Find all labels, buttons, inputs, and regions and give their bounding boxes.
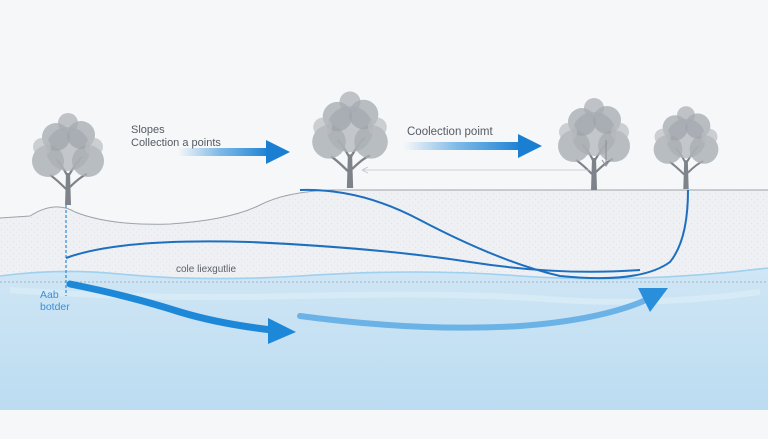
collection-point-label: Coolection poimt bbox=[407, 126, 493, 138]
flow-line-lower bbox=[299, 188, 689, 280]
flow-arrow-icon bbox=[297, 288, 668, 331]
ground-surface-line bbox=[0, 189, 768, 225]
guide-arrowhead bbox=[601, 159, 611, 167]
flow-arrow-icon bbox=[66, 280, 296, 344]
slopes-label-line2: Collection a points bbox=[131, 137, 221, 149]
flow-arrow-icon bbox=[404, 134, 542, 158]
border-label: Aab botder bbox=[40, 289, 70, 313]
border-label-line1: Aab bbox=[40, 289, 59, 301]
flow-arrow-icon bbox=[178, 140, 290, 164]
guide-arrowhead bbox=[361, 166, 369, 174]
layer-label: cole liexgutlie bbox=[176, 264, 237, 275]
flow-line-upper bbox=[65, 240, 641, 273]
tree-icon bbox=[652, 105, 720, 190]
tree-icon bbox=[311, 90, 389, 190]
tree-icon bbox=[30, 111, 106, 207]
border-label-line2: botder bbox=[40, 301, 70, 313]
tree-icon bbox=[556, 96, 632, 192]
soil-layer bbox=[0, 190, 768, 282]
slopes-label: Slopes Collection a points bbox=[131, 124, 221, 150]
slopes-label-line1: Slopes bbox=[131, 124, 165, 136]
